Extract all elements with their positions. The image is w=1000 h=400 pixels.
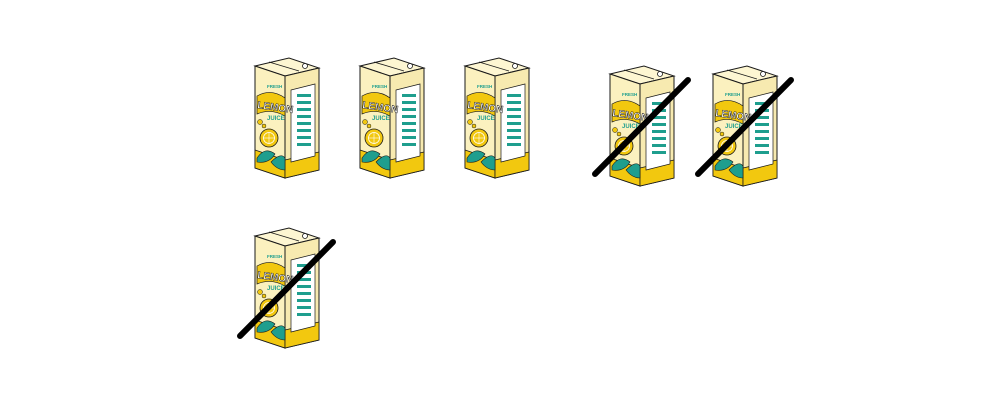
- carton-illustration: [254, 57, 320, 179]
- carton-product-line2: JUICE: [267, 116, 285, 122]
- cartons-layer: FRESHLEMONJUICEFRESHLEMONJUICEFRESHLEMON…: [237, 57, 794, 349]
- carton-product-line1: LEMON: [715, 108, 752, 124]
- carton-brand-text: FRESH: [267, 254, 282, 259]
- carton-brand-text: FRESH: [477, 84, 492, 89]
- carton-brand-text: FRESH: [622, 92, 637, 97]
- carton-product-line2: JUICE: [477, 116, 495, 122]
- carton-illustration: [464, 57, 530, 179]
- carton-product-line2: JUICE: [267, 286, 285, 292]
- carton-product-line1: LEMON: [362, 100, 399, 116]
- carton-product-line1: LEMON: [257, 270, 294, 286]
- cross-out-mark: [592, 77, 691, 177]
- carton-product-line2: JUICE: [622, 124, 640, 130]
- cross-out-mark: [695, 77, 794, 177]
- carton-brand-text: FRESH: [267, 84, 282, 89]
- carton-brand-text: FRESH: [725, 92, 740, 97]
- cross-out-mark: [237, 239, 336, 339]
- carton-product-line2: JUICE: [372, 116, 390, 122]
- carton-product-line1: LEMON: [257, 100, 294, 116]
- carton-product-line1: LEMON: [612, 108, 649, 124]
- carton-illustration: [359, 57, 425, 179]
- carton-brand-text: FRESH: [372, 84, 387, 89]
- carton-product-line2: JUICE: [725, 124, 743, 130]
- carton-product-line1: LEMON: [467, 100, 504, 116]
